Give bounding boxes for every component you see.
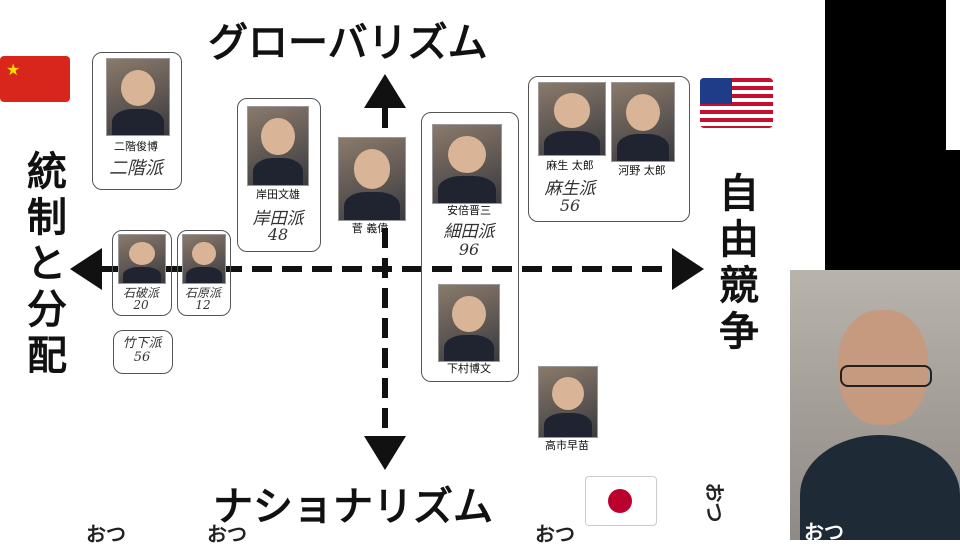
kishida-photo <box>247 106 309 186</box>
axis-title-left: 統制と分配 <box>20 150 66 380</box>
person-name-kono: 河野 太郎 <box>618 164 666 177</box>
up-arrow-icon <box>364 74 406 108</box>
faction-label-ishiba: 石破派 <box>122 286 159 300</box>
faction-label-hosoda: 細田派 <box>443 222 495 242</box>
left-arrow-icon <box>70 248 102 290</box>
faction-label-ishihara: 石原派 <box>184 286 221 300</box>
hosoda-box <box>421 112 519 382</box>
kishida-box <box>237 98 321 252</box>
china-flag-icon: ★ <box>0 56 70 102</box>
nikai-box <box>92 52 182 190</box>
faction-count-ishihara: 12 <box>195 298 211 312</box>
person-name-abe: 安倍晋三 <box>447 204 491 217</box>
shimomura-photo <box>438 284 500 362</box>
axis-title-right: 自由競争 <box>712 172 758 356</box>
black-panel-top <box>825 0 960 270</box>
ishihara-photo <box>182 234 226 284</box>
takeshita-box <box>113 330 173 374</box>
ishihara-box <box>177 230 231 316</box>
takaichi-photo <box>538 366 598 438</box>
suga-photo <box>338 137 406 221</box>
aso-photo <box>538 82 606 156</box>
glasses-icon <box>840 365 932 387</box>
aso-box <box>528 76 690 222</box>
faction-count-kishida: 48 <box>267 225 289 244</box>
kono-photo <box>611 82 675 162</box>
japan-flag-icon <box>585 476 657 526</box>
webcam-feed <box>790 270 960 540</box>
subtitle-5: おつ <box>804 520 844 544</box>
faction-label-nikai: 二階派 <box>109 158 163 179</box>
faction-label-kishida: 岸田派 <box>252 209 304 229</box>
person-name-suga: 菅 義偉 <box>351 222 389 235</box>
subtitle-1: おつ <box>86 522 126 546</box>
axis-title-top: グローバリズム <box>208 20 488 66</box>
ishiba-box <box>112 230 172 316</box>
faction-count-ishiba: 20 <box>133 298 149 312</box>
down-arrow-icon <box>364 436 406 470</box>
flag-canton <box>700 78 732 104</box>
faction-label-takeshita: 竹下派 <box>122 336 162 351</box>
person-name-nikai: 二階俊博 <box>114 140 158 153</box>
flag-sun-icon <box>608 489 632 513</box>
abe-photo <box>432 124 502 204</box>
usa-flag-icon <box>700 78 773 128</box>
faction-count-aso: 56 <box>559 196 581 215</box>
subtitle-2: おつ <box>207 522 247 546</box>
faction-label-aso: 麻生派 <box>544 179 596 199</box>
person-name-takaichi: 高市早苗 <box>545 439 589 452</box>
webcam-person-body <box>800 435 960 540</box>
subtitle-3: おつ <box>535 522 575 546</box>
webcam-person-head <box>838 310 928 425</box>
flag-star-icon: ★ <box>6 60 21 79</box>
white-panel <box>946 0 960 150</box>
faction-count-hosoda: 96 <box>458 240 480 259</box>
axis-title-bottom: ナショナリズム <box>213 484 493 530</box>
person-name-shimomura: 下村博文 <box>447 362 491 375</box>
nikai-photo <box>106 58 170 136</box>
subtitle-4: おつ <box>702 482 727 523</box>
ishiba-photo <box>118 234 166 284</box>
person-name-kishida: 岸田文雄 <box>256 188 300 201</box>
right-arrow-icon <box>672 248 704 290</box>
person-name-aso: 麻生 太郎 <box>546 159 594 172</box>
faction-count-takeshita: 56 <box>133 350 151 365</box>
